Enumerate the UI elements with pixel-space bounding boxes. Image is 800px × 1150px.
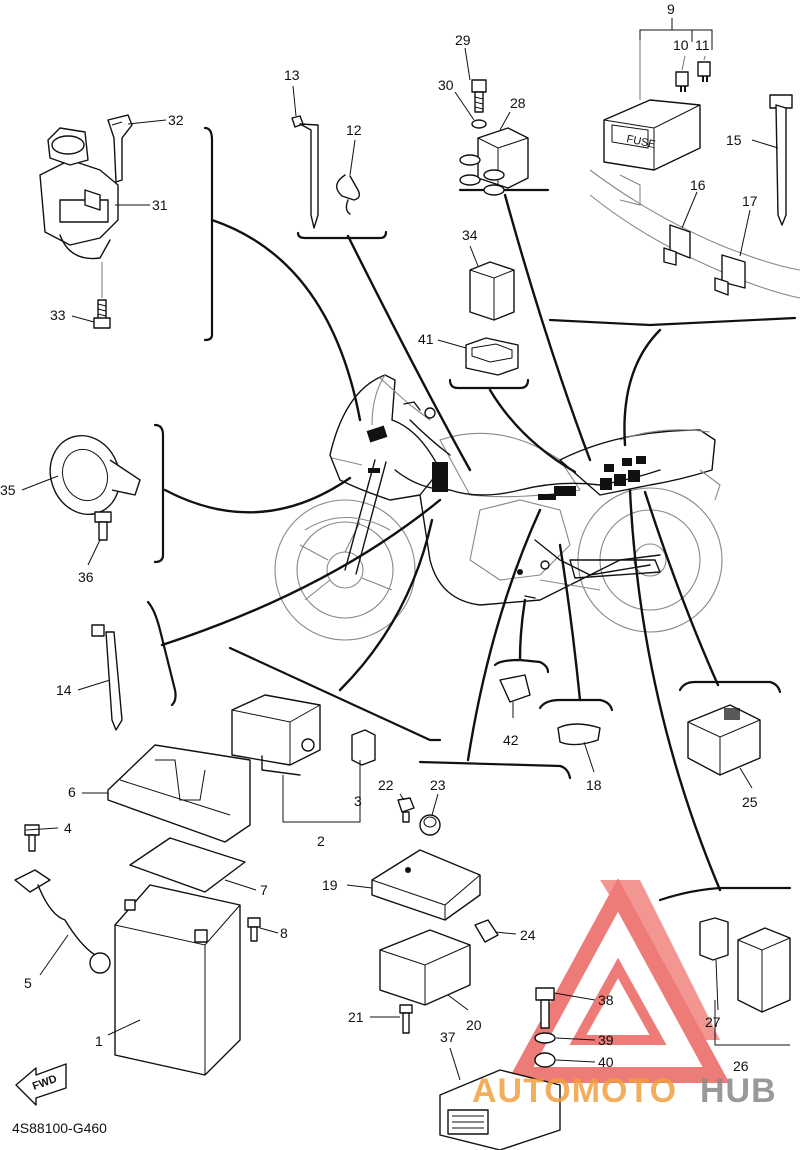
callout-27: 27 xyxy=(705,1014,721,1030)
frame-tube xyxy=(589,169,800,299)
ignition-switch xyxy=(39,114,133,260)
watermark-text-part2: HUB xyxy=(700,1072,777,1110)
clip-24 xyxy=(474,919,499,943)
bolt-8 xyxy=(247,917,261,942)
bolt-38 xyxy=(535,987,555,1029)
callout-26: 26 xyxy=(733,1058,749,1074)
plug-3 xyxy=(351,729,376,766)
bracket-19 xyxy=(371,849,481,921)
cover-41 xyxy=(465,337,519,376)
fuse-box-label: FUSE xyxy=(625,133,656,151)
group-brackets xyxy=(146,126,797,902)
callout-30: 30 xyxy=(438,77,454,93)
bolt-33 xyxy=(93,262,111,329)
watermark-text: AUTOMOTO HUB xyxy=(472,1072,777,1110)
callout-39: 39 xyxy=(598,1032,614,1048)
clamp-42 xyxy=(499,674,531,703)
callout-31: 31 xyxy=(152,197,168,213)
band-14 xyxy=(91,624,123,731)
washer-30 xyxy=(471,119,487,129)
horn-35 xyxy=(49,434,141,516)
callout-1: 1 xyxy=(95,1033,103,1049)
callout-36: 36 xyxy=(78,569,94,585)
motorcycle-outline xyxy=(274,374,723,641)
callout-21: 21 xyxy=(348,1009,364,1025)
band-13 xyxy=(291,115,319,229)
fwd-arrow xyxy=(15,1063,67,1106)
fuse-10 xyxy=(675,71,689,92)
callout-18: 18 xyxy=(586,777,602,793)
bolt-21 xyxy=(399,1004,413,1034)
unit-25 xyxy=(687,704,761,776)
callout-12: 12 xyxy=(346,122,362,138)
tie-15 xyxy=(769,94,793,226)
bolt-29 xyxy=(471,79,487,113)
bolt-22 xyxy=(397,797,415,823)
clamp-18 xyxy=(557,723,601,746)
callout-20: 20 xyxy=(466,1017,482,1033)
callout-38: 38 xyxy=(598,992,614,1008)
connector-27 xyxy=(699,917,729,961)
battery-1 xyxy=(114,884,241,1076)
clamp-12 xyxy=(336,174,361,215)
callout-19: 19 xyxy=(322,877,338,893)
callout-numbers: 32 31 33 13 12 29 30 28 34 41 9 10 11 15… xyxy=(0,1,758,1074)
callout-22: 22 xyxy=(378,777,394,793)
callout-10: 10 xyxy=(673,37,689,53)
callout-32: 32 xyxy=(168,112,184,128)
bolt-36 xyxy=(94,511,112,541)
callout-26-leader xyxy=(714,1000,790,1046)
callout-6: 6 xyxy=(68,784,76,800)
callout-15: 15 xyxy=(726,132,742,148)
callout-34: 34 xyxy=(462,227,478,243)
cable-5 xyxy=(14,869,111,974)
callout-13: 13 xyxy=(284,67,300,83)
callout-35: 35 xyxy=(0,482,16,498)
callout-24: 24 xyxy=(520,927,536,943)
callout-14: 14 xyxy=(56,682,72,698)
callout-7: 7 xyxy=(260,882,268,898)
leader-lines xyxy=(21,47,779,1081)
bracket-6 xyxy=(107,744,251,843)
callout-28: 28 xyxy=(510,95,526,111)
watermark-text-part1: AUTOMOTO xyxy=(472,1072,677,1110)
callout-11: 11 xyxy=(695,37,710,53)
relay-34 xyxy=(469,261,515,321)
callout-9-leader xyxy=(639,18,713,50)
ecu-37 xyxy=(439,1069,561,1150)
connector-26 xyxy=(737,927,791,1013)
callout-2-leader xyxy=(282,775,361,823)
callout-33: 33 xyxy=(50,307,66,323)
connection-lines xyxy=(160,193,722,892)
grommet-23 xyxy=(419,814,441,836)
callout-9: 9 xyxy=(667,1,675,17)
watermark-logo xyxy=(506,878,730,1083)
callout-42: 42 xyxy=(503,732,519,748)
pad-7 xyxy=(129,837,246,893)
callout-3: 3 xyxy=(354,793,362,809)
unit-20 xyxy=(379,929,471,1006)
callout-16: 16 xyxy=(690,177,706,193)
callout-25: 25 xyxy=(742,794,758,810)
callout-2: 2 xyxy=(317,833,325,849)
relay-2 xyxy=(231,694,321,776)
callout-17: 17 xyxy=(742,193,758,209)
callout-5: 5 xyxy=(24,975,32,991)
grommet-40 xyxy=(534,1052,556,1068)
callout-8: 8 xyxy=(280,925,288,941)
relay-28 xyxy=(459,127,529,196)
callout-41: 41 xyxy=(418,331,434,347)
callout-40: 40 xyxy=(598,1054,614,1070)
fuse-11 xyxy=(697,61,711,82)
diagram-code: 4S88100-G460 xyxy=(12,1120,107,1136)
callout-4: 4 xyxy=(64,820,72,836)
callout-37: 37 xyxy=(440,1029,456,1045)
callout-29: 29 xyxy=(455,32,471,48)
fuse-box-9 xyxy=(603,99,701,171)
washer-39 xyxy=(534,1032,556,1044)
callout-23: 23 xyxy=(430,777,446,793)
